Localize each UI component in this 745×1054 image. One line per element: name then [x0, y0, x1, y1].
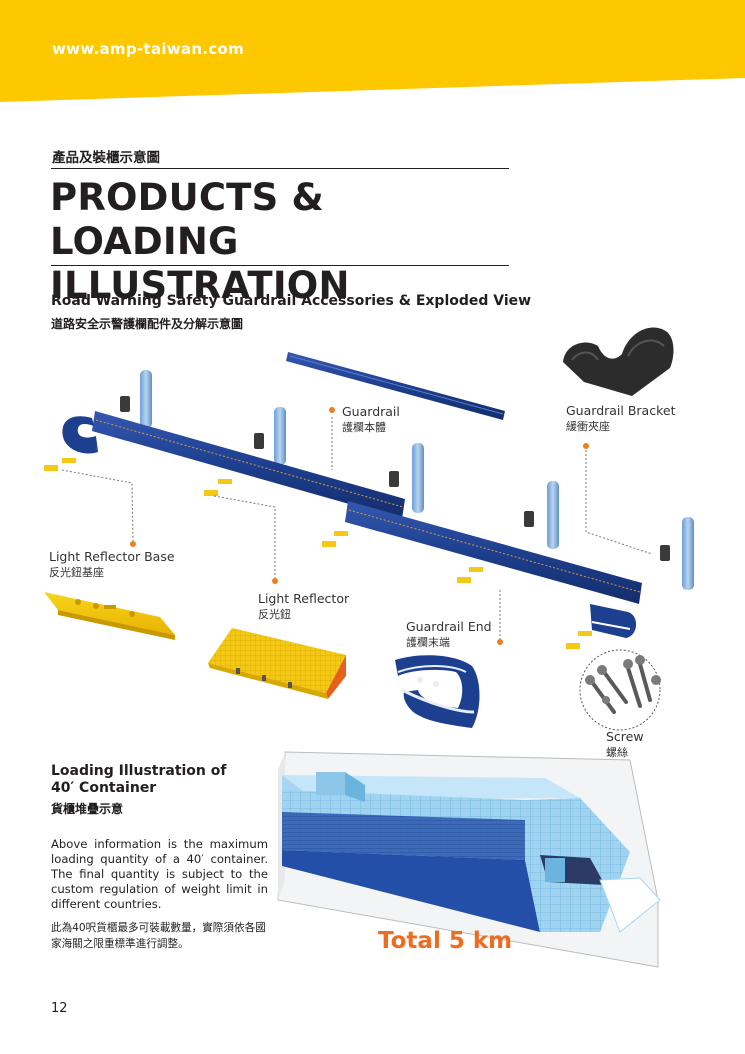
loading-note-en: Above information is the maximum loading…: [51, 837, 268, 911]
callout-end-label-zh: 護欄末端: [406, 636, 450, 649]
guardrail-section: [345, 501, 642, 604]
guardrail-section: [92, 411, 405, 519]
callout-guardrail-label: Guardrail: [342, 404, 400, 419]
loading-title-line-1: Loading Illustration of: [51, 763, 227, 779]
site-url[interactable]: www.amp-taiwan.com: [52, 40, 245, 58]
callout-bracket-label: Guardrail Bracket: [566, 403, 676, 418]
bracket: [120, 396, 670, 561]
post: [140, 370, 152, 428]
callout-reflector-label-zh: 反光鈕: [258, 608, 291, 621]
header-band: [0, 0, 745, 102]
callout-bracket-label-zh: 緩衝夾座: [566, 420, 610, 433]
subtitle-zh: 產品及裝櫃示意圖: [52, 150, 160, 166]
title-bottom-rule: [51, 265, 509, 266]
callout-screw: Screw 螺絲: [606, 729, 644, 761]
container-illustration: [277, 751, 661, 968]
page-title: PRODUCTS & LOADING ILLUSTRATION: [50, 176, 520, 308]
title-top-rule: [51, 168, 509, 169]
loose-guardrail: [286, 352, 505, 420]
callout-guardrail-label-zh: 護欄本體: [342, 421, 386, 434]
light-reflector-product: [208, 628, 346, 693]
total-length: Total 5 km: [378, 928, 513, 954]
guardrail-end-piece: [62, 416, 98, 454]
callout-reflector-label: Light Reflector: [258, 591, 350, 606]
post: [412, 443, 424, 513]
loading-title: Loading Illustration of 40′ Container: [51, 763, 241, 797]
post: [682, 517, 694, 590]
page-title-line-2: LOADING ILLUSTRATION: [50, 220, 350, 307]
callout-guardrail-bracket: Guardrail Bracket 緩衝夾座: [566, 403, 675, 435]
reflector-parts: [44, 458, 592, 649]
page-number: 12: [51, 1001, 68, 1016]
screw-circle: [579, 649, 661, 731]
callout-screw-label-zh: 螺絲: [606, 746, 628, 759]
callout-leaders: [61, 417, 653, 640]
callout-screw-label: Screw: [606, 729, 644, 744]
callout-light-reflector: Light Reflector 反光鈕: [258, 591, 349, 623]
loading-title-line-2: 40′ Container: [51, 780, 157, 796]
callout-reflector-base-label-zh: 反光鈕基座: [49, 566, 104, 579]
callout-light-reflector-base: Light Reflector Base 反光鈕基座: [49, 549, 175, 581]
callout-end-label: Guardrail End: [406, 619, 492, 634]
page-title-line-1: PRODUCTS &: [50, 176, 325, 219]
callout-guardrail: Guardrail 護欄本體: [342, 404, 400, 436]
callout-guardrail-end: Guardrail End 護欄末端: [406, 619, 492, 651]
callout-dots: [130, 407, 589, 645]
guardrail-end-piece: [590, 604, 637, 638]
exploded-section-title: Road Warning Safety Guardrail Accessorie…: [51, 293, 532, 309]
post: [274, 407, 286, 465]
guardrail-bracket-product: [563, 327, 674, 396]
post: [547, 481, 559, 549]
exploded-view-illustration: [44, 327, 694, 731]
loading-note-zh: 此為40呎貨櫃最多可裝載數量，實際須依各國家海關之限重標準進行調整。: [51, 922, 266, 950]
loading-title-zh: 貨櫃堆疊示意: [51, 802, 124, 816]
screws: [590, 662, 652, 714]
exploded-section-title-zh: 道路安全示警護欄配件及分解示意圖: [51, 317, 244, 331]
callout-reflector-base-label: Light Reflector Base: [49, 549, 175, 564]
